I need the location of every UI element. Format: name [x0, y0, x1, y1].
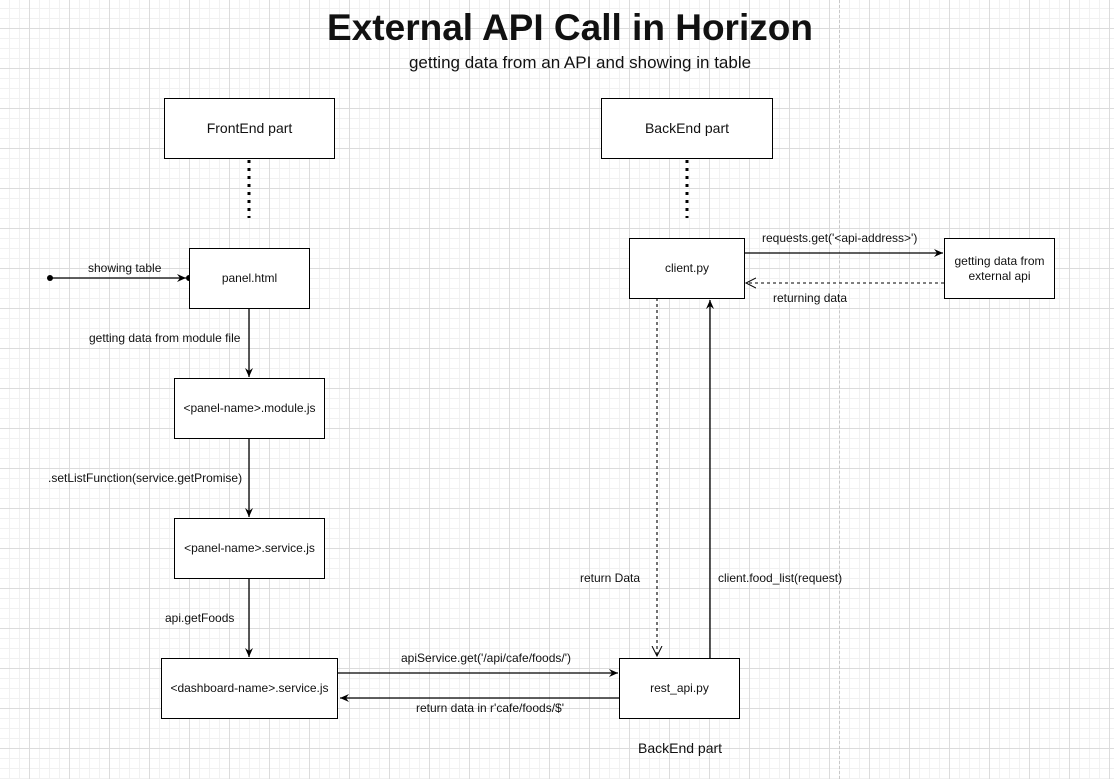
external-api-box: getting data from external api: [944, 238, 1055, 299]
diagram-subtitle: getting data from an API and showing in …: [408, 53, 752, 72]
panel-service-js-box: <panel-name>.service.js: [174, 518, 325, 579]
set-list-function-label: .setListFunction(service.getPromise): [48, 471, 243, 485]
backend-footer-label: BackEnd part: [638, 740, 723, 756]
panel-html-label: panel.html: [221, 271, 278, 285]
showing-table-label: showing table: [88, 261, 162, 275]
api-service-get-label: apiService.get('/api/cafe/foods/'): [401, 651, 572, 665]
frontend-part-label: FrontEnd part: [206, 120, 293, 136]
rest-api-py-label: rest_api.py: [650, 681, 709, 695]
backend-part-label: BackEnd part: [644, 120, 730, 136]
frontend-part-box: FrontEnd part: [164, 98, 335, 159]
requests-get-label: requests.get('<api-address>'): [762, 231, 918, 245]
returning-data-label: returning data: [773, 291, 848, 305]
page-boundary-line: [839, 0, 840, 779]
module-js-box: <panel-name>.module.js: [174, 378, 325, 439]
module-js-label: <panel-name>.module.js: [183, 401, 316, 415]
external-api-label: getting data from external api: [954, 253, 1045, 283]
client-py-label: client.py: [664, 261, 710, 275]
api-get-foods-label: api.getFoods: [165, 611, 235, 625]
client-food-list-label: client.food_list(request): [718, 571, 843, 585]
return-data-in-label: return data in r'cafe/foods/$': [416, 701, 565, 715]
backend-part-box: BackEnd part: [601, 98, 773, 159]
dashboard-service-js-box: <dashboard-name>.service.js: [161, 658, 338, 719]
dashboard-service-js-label: <dashboard-name>.service.js: [170, 681, 329, 695]
rest-api-py-box: rest_api.py: [619, 658, 740, 719]
return-data-label: return Data: [580, 571, 641, 585]
panel-html-box: panel.html: [189, 248, 310, 309]
diagram-title: External API Call in Horizon: [327, 7, 813, 48]
getting-data-module-label: getting data from module file: [89, 331, 241, 345]
client-py-box: client.py: [629, 238, 745, 299]
panel-service-js-label: <panel-name>.service.js: [184, 541, 315, 555]
